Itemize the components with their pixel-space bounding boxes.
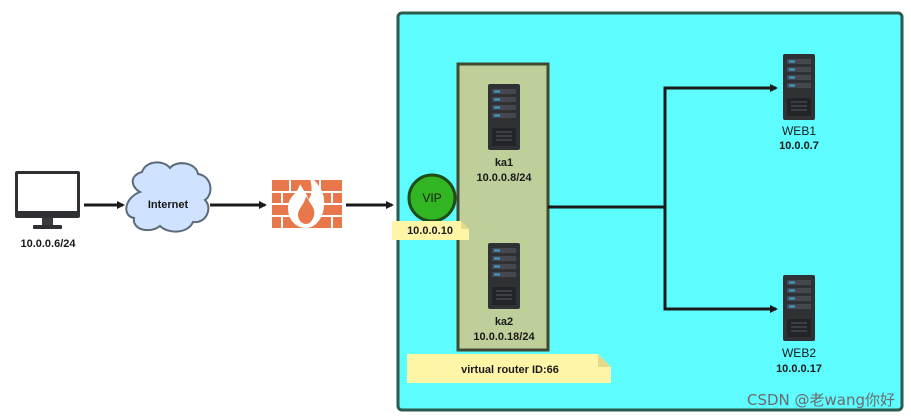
- web1-name: WEB1: [782, 124, 816, 138]
- web2-server: WEB2 10.0.0.17: [776, 274, 822, 375]
- server-icon: [487, 83, 521, 151]
- server-icon: [782, 53, 816, 121]
- edge-cluster-web2: [663, 207, 778, 313]
- vip-ip-note: [392, 221, 469, 240]
- cloud-icon: [125, 161, 212, 233]
- vip-ip: 10.0.0.10: [407, 225, 453, 237]
- ka2-ip: 10.0.0.18/24: [473, 331, 535, 343]
- internet-label: Internet: [148, 199, 189, 211]
- vip-label: VIP: [422, 191, 441, 205]
- firewall-icon: [272, 170, 342, 228]
- client-ip: 10.0.0.6/24: [20, 238, 76, 250]
- ka2-name: ka2: [495, 316, 513, 328]
- web2-name: WEB2: [782, 346, 816, 360]
- edge-cluster-web1: [548, 84, 778, 209]
- virtual-router-id: virtual router ID:66: [461, 364, 559, 376]
- web1-ip: 10.0.0.7: [779, 140, 819, 152]
- internet-cloud: Internet: [125, 161, 212, 233]
- ka2-server: ka2 10.0.0.18/24: [473, 242, 535, 343]
- ka1-ip: 10.0.0.8/24: [476, 172, 532, 184]
- watermark: CSDN @老wang你好: [747, 391, 895, 409]
- monitor-icon: [15, 171, 80, 229]
- ka1-name: ka1: [495, 157, 513, 169]
- web2-ip: 10.0.0.17: [776, 363, 822, 375]
- vip-node: VIP 10.0.0.10: [392, 173, 469, 240]
- client-computer: 10.0.0.6/24: [15, 171, 80, 250]
- server-icon: [487, 242, 521, 310]
- ka1-server: ka1 10.0.0.8/24: [476, 83, 532, 184]
- virtual-router-note: virtual router ID:66: [407, 354, 611, 383]
- server-icon: [782, 274, 816, 342]
- web1-server: WEB1 10.0.0.7: [779, 53, 819, 152]
